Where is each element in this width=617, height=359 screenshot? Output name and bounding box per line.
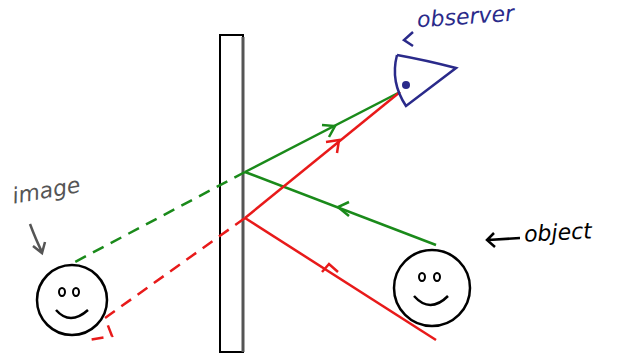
face-eye (419, 273, 425, 281)
green-ray-incident (245, 172, 436, 245)
face-smile (56, 310, 88, 318)
leader-arrow (30, 224, 45, 253)
eye-pupil (402, 81, 410, 89)
virtual-ray-green (75, 172, 245, 262)
arrowhead (322, 264, 338, 272)
virtual-ray-red (88, 218, 245, 340)
arrowhead (338, 202, 349, 216)
arrowhead (322, 125, 335, 137)
text-label: object (523, 220, 592, 246)
image-face (37, 265, 107, 335)
red-ray-reflected (245, 92, 400, 218)
arrowhead (326, 140, 339, 153)
text-label: image (11, 174, 82, 208)
leader-arrow (404, 32, 413, 46)
eye-symbol (395, 55, 456, 106)
face-eye (434, 273, 440, 281)
leader-arrow (487, 233, 520, 247)
mirror-edge (242, 37, 245, 352)
face-eye (73, 288, 79, 296)
face-eye (59, 288, 65, 296)
object-face (394, 250, 470, 326)
green-ray-reflected (245, 92, 400, 172)
text-label: observer (416, 3, 514, 32)
face-smile (414, 296, 448, 305)
plane-mirror (220, 35, 243, 352)
